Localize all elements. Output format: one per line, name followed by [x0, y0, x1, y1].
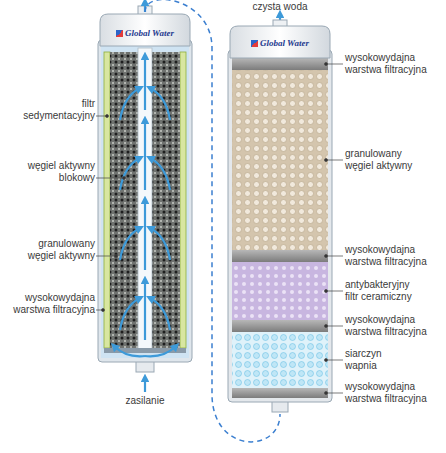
callout-label: wysokowydajna warstwa filtracyjna — [0, 292, 95, 316]
leader-lines — [96, 63, 343, 395]
callout-label: wysokowydajna warstwa filtracyjna — [345, 52, 445, 76]
dashed-line — [145, 0, 280, 442]
callout-label: węgiel aktywny blokowy — [15, 160, 95, 184]
flow-connector — [145, 0, 280, 442]
filter-cartridge: Global Water — [226, 24, 334, 414]
brand-logo: Global Water — [96, 28, 194, 38]
callout-label: wysokowydajna warstwa filtracyjna — [345, 314, 445, 338]
logo-icon — [116, 30, 123, 37]
logo-icon — [251, 40, 258, 47]
callout-label: granulowany węgiel aktywny — [345, 148, 425, 172]
logo-text: Global Water — [260, 38, 309, 48]
callout-label: wysokowydajna warstwa filtracyjna — [345, 381, 445, 405]
filter-cartridge: Global Water — [96, 12, 194, 374]
callout-label: siarczyn wapnia — [345, 348, 395, 372]
layered-cartridge — [228, 20, 332, 412]
callout-label: filtr sedymentacyjny — [20, 98, 95, 122]
brand-logo: Global Water — [226, 38, 334, 48]
callout-label: wysokowydajna warstwa filtracyjna — [345, 244, 445, 268]
input-label: zasilanie — [105, 395, 185, 407]
sediment-carbon-cartridge — [98, 6, 192, 372]
callout-label: antybakteryjny filtr ceramiczny — [345, 279, 417, 303]
output-label: czysta woda — [230, 1, 330, 13]
logo-text: Global Water — [125, 28, 174, 38]
callout-label: granulowany węgiel aktywny — [15, 238, 95, 262]
